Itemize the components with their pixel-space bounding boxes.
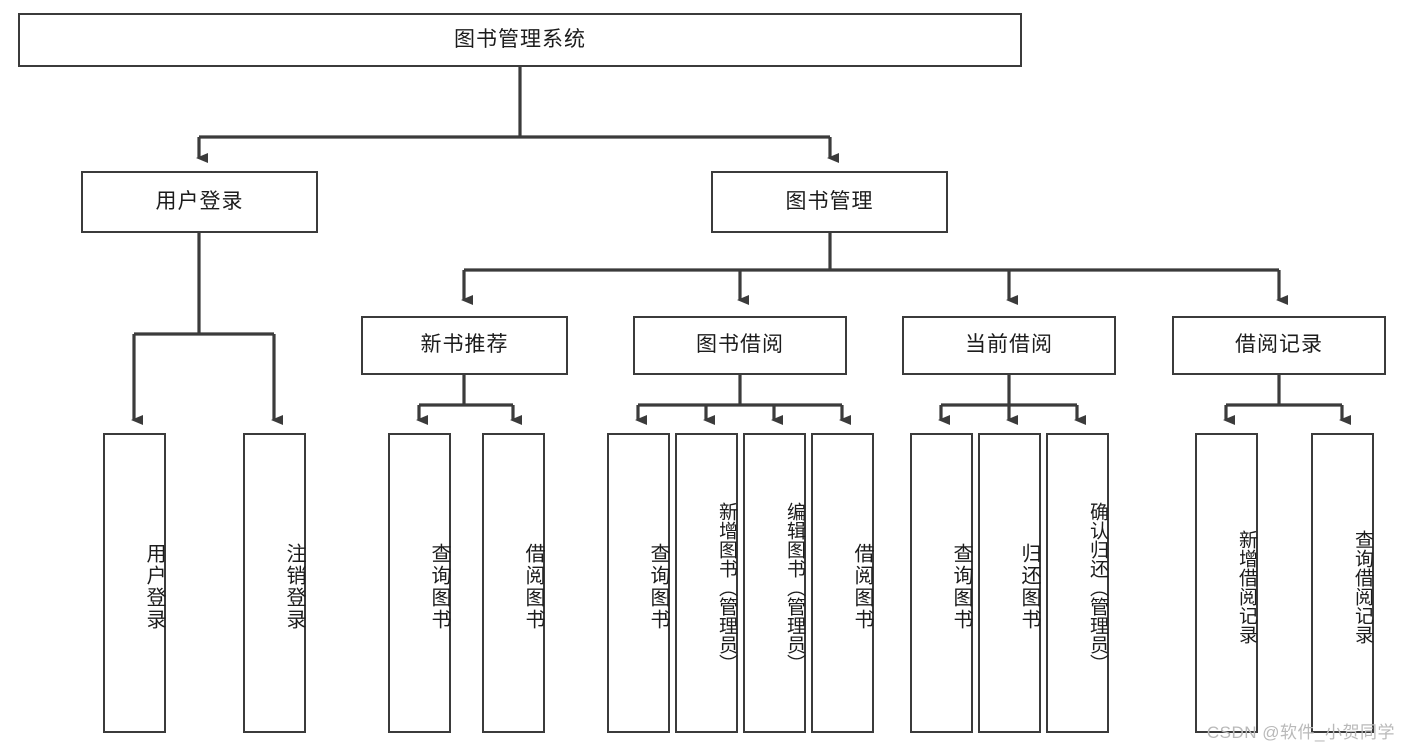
node-user-login[interactable]: 用户登录: [81, 171, 318, 233]
node-borrow-record-label: 借阅记录: [1235, 333, 1323, 357]
node-new-book-rec[interactable]: 新书推荐: [361, 316, 568, 375]
node-current-borrow-label: 当前借阅: [965, 333, 1053, 357]
node-leaf-borrow-book-1-label: 借阅图书: [522, 543, 544, 631]
node-user-login-label: 用户登录: [155, 189, 244, 213]
node-leaf-borrow-book-2-label: 借阅图书: [851, 543, 873, 631]
node-leaf-query-book-2[interactable]: 查询图书: [607, 433, 670, 733]
node-leaf-logout-label: 注销登录: [283, 543, 305, 631]
node-leaf-query-record-label: 查询借阅记录: [1352, 530, 1373, 644]
node-leaf-borrow-book-2[interactable]: 借阅图书: [811, 433, 874, 733]
node-leaf-query-book-1[interactable]: 查询图书: [388, 433, 451, 733]
node-leaf-edit-book[interactable]: 编辑图书（管理员）: [743, 433, 806, 733]
node-book-borrow[interactable]: 图书借阅: [633, 316, 847, 375]
node-leaf-query-book-2-label: 查询图书: [647, 543, 669, 631]
node-leaf-user-login-label: 用户登录: [143, 543, 165, 631]
node-leaf-add-book[interactable]: 新增图书（管理员）: [675, 433, 738, 733]
node-leaf-confirm-return-label: 确认归还（管理员）: [1087, 501, 1108, 673]
node-borrow-record[interactable]: 借阅记录: [1172, 316, 1386, 375]
node-leaf-return-book-label: 归还图书: [1018, 543, 1040, 631]
node-leaf-return-book[interactable]: 归还图书: [978, 433, 1041, 733]
node-leaf-add-record-label: 新增借阅记录: [1236, 530, 1257, 644]
node-leaf-user-login[interactable]: 用户登录: [103, 433, 166, 733]
node-leaf-add-record[interactable]: 新增借阅记录: [1195, 433, 1258, 733]
node-leaf-query-record[interactable]: 查询借阅记录: [1311, 433, 1374, 733]
node-root[interactable]: 图书管理系统: [18, 13, 1022, 67]
node-leaf-query-book-1-label: 查询图书: [428, 543, 450, 631]
node-book-manage[interactable]: 图书管理: [711, 171, 948, 233]
node-leaf-add-book-label: 新增图书（管理员）: [716, 501, 737, 673]
node-leaf-borrow-book-1[interactable]: 借阅图书: [482, 433, 545, 733]
node-current-borrow[interactable]: 当前借阅: [902, 316, 1116, 375]
node-book-borrow-label: 图书借阅: [696, 333, 784, 357]
node-root-label: 图书管理系统: [454, 27, 586, 51]
node-leaf-query-book-3[interactable]: 查询图书: [910, 433, 973, 733]
node-leaf-edit-book-label: 编辑图书（管理员）: [784, 501, 805, 673]
node-leaf-query-book-3-label: 查询图书: [950, 543, 972, 631]
node-new-book-rec-label: 新书推荐: [420, 333, 509, 357]
node-book-manage-label: 图书管理: [785, 189, 874, 213]
node-leaf-confirm-return[interactable]: 确认归还（管理员）: [1046, 433, 1109, 733]
node-leaf-logout[interactable]: 注销登录: [243, 433, 306, 733]
